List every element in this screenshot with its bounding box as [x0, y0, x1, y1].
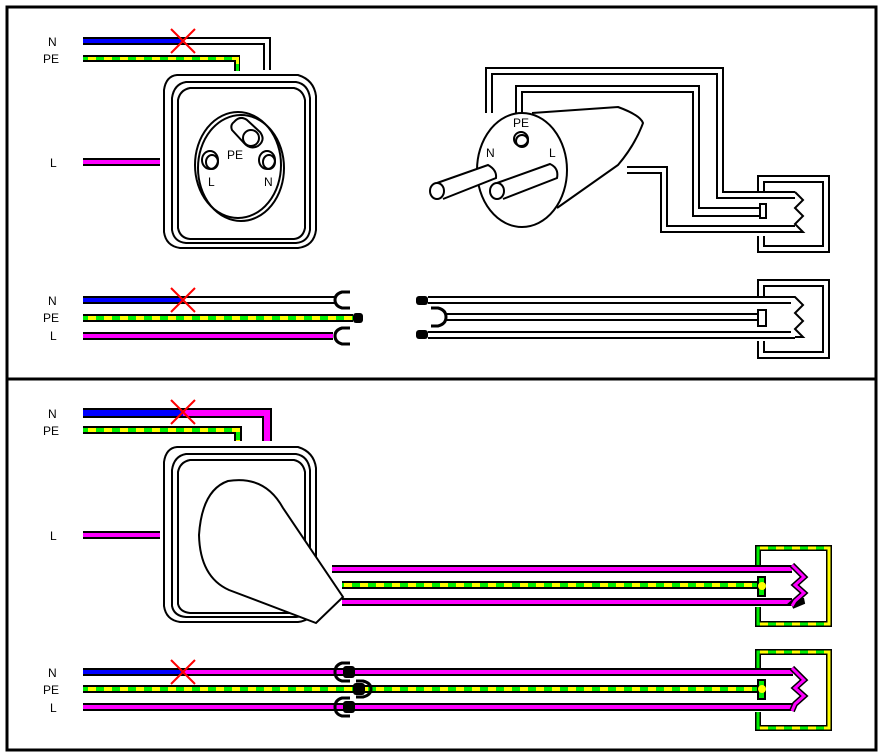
- appliance-terminal: [755, 649, 832, 731]
- plug: [429, 105, 645, 228]
- schematic-neutral: [83, 290, 350, 310]
- plug-label-pe: PE: [513, 116, 529, 130]
- top-panel: N PE L: [43, 28, 830, 359]
- label-l: L: [50, 529, 57, 543]
- socket-label-l: L: [208, 175, 215, 189]
- neutral-wire: [83, 408, 272, 441]
- label-pe: PE: [43, 52, 59, 66]
- schematic-label-l: L: [50, 329, 57, 343]
- socket-label-pe: PE: [227, 148, 243, 162]
- cut-mark-icon: [170, 659, 196, 685]
- label-pe: PE: [43, 424, 59, 438]
- earth-wire: [83, 426, 242, 441]
- schematic-phase: [83, 703, 793, 711]
- label-l: L: [50, 156, 57, 170]
- schematic-label-n: N: [48, 666, 57, 680]
- neutral-wire: [83, 37, 271, 70]
- schematic-phase: [83, 326, 350, 346]
- schematic-plug-cable: [416, 279, 830, 359]
- plug-label-l: L: [549, 146, 556, 160]
- schematic-label-pe: PE: [43, 311, 59, 325]
- phase-wire: [83, 158, 160, 166]
- plug-label-n: N: [486, 146, 495, 160]
- bottom-panel-frame: [5, 377, 878, 752]
- label-n: N: [48, 35, 57, 49]
- socket-with-plug: [163, 446, 345, 625]
- schematic-earth: [83, 685, 760, 693]
- schematic-label-n: N: [48, 294, 57, 308]
- earth-wire: [83, 55, 240, 71]
- label-n: N: [48, 407, 57, 421]
- schematic-earth: [83, 313, 363, 323]
- cut-mark-icon: [170, 28, 196, 54]
- schematic-label-l: L: [50, 701, 57, 715]
- phase-wire: [83, 531, 160, 539]
- schematic-neutral: [83, 668, 793, 676]
- socket-label-n: N: [264, 175, 273, 189]
- plug-cable: [485, 67, 830, 253]
- cut-mark-icon: [170, 287, 196, 313]
- cut-mark-icon: [170, 399, 196, 425]
- bottom-panel: N PE L: [43, 399, 832, 731]
- plug-cable-coloured: [332, 545, 832, 627]
- plug-connector-mated: [333, 661, 373, 718]
- schematic-label-pe: PE: [43, 683, 59, 697]
- socket-outlet: [163, 74, 317, 249]
